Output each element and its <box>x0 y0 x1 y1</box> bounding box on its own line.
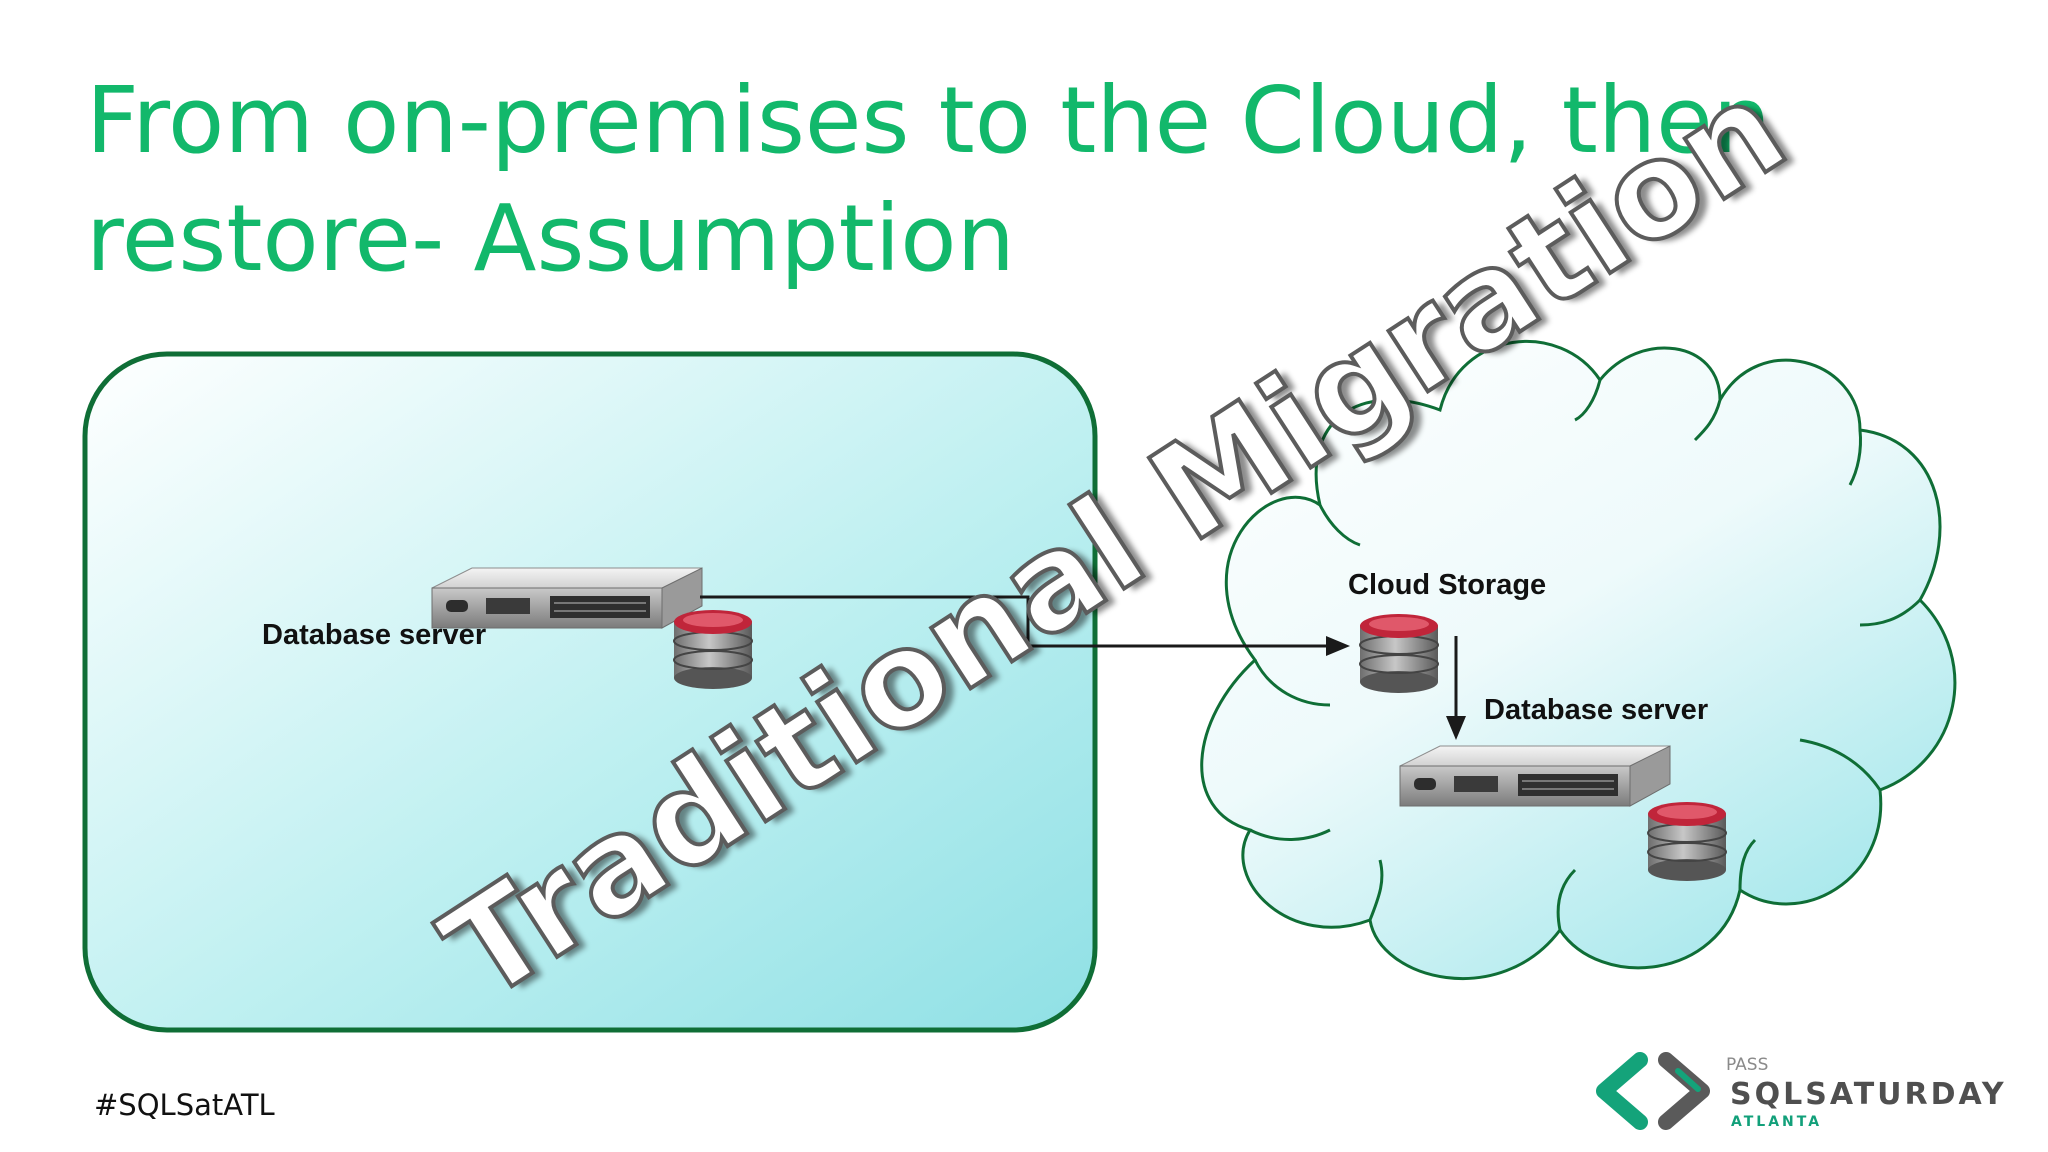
onprem-server-label: Database server <box>262 619 487 651</box>
cloud-server-icon <box>1399 745 1671 807</box>
restore-arrowhead <box>1446 716 1466 740</box>
backup-arrowhead <box>1326 636 1350 656</box>
onprem-database-icon <box>673 609 753 690</box>
cloud-storage-icon <box>1359 613 1439 694</box>
cloud-server-label: Database server <box>1484 694 1709 726</box>
backup-connector <box>700 595 1330 648</box>
cloud-database-icon <box>1647 801 1727 882</box>
pass-logo-text: PASS <box>1726 1055 1769 1075</box>
slide-title-line-2: restore- Assumption <box>86 185 1015 292</box>
slide-title-line-1: From on-premises to the Cloud, then <box>86 67 1772 174</box>
sqlsaturday-logo-text: SQLSATURDAY <box>1730 1077 2007 1112</box>
cloud-shape <box>1200 339 1957 980</box>
sqlsaturday-logo-mark <box>1596 1052 1710 1130</box>
cloud-storage-label: Cloud Storage <box>1348 569 1547 601</box>
event-hashtag: #SQLSatATL <box>94 1088 275 1122</box>
onprem-box <box>82 351 1098 1033</box>
atlanta-logo-text: ATLANTA <box>1731 1114 1823 1130</box>
slide-title: From on-premises to the Cloud, then rest… <box>86 62 1886 298</box>
